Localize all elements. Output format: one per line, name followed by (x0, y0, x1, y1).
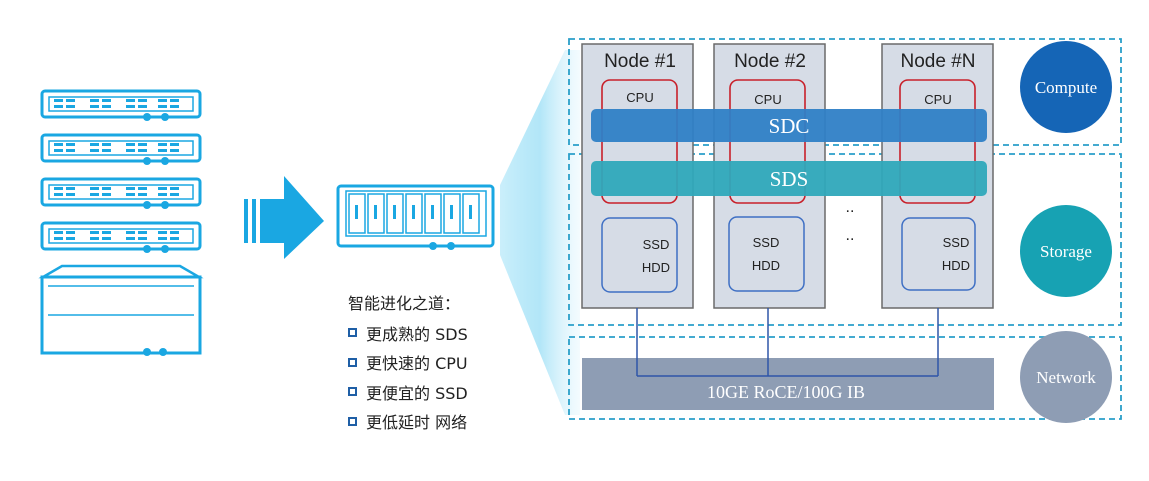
svg-text:Compute: Compute (1035, 78, 1097, 97)
svg-text:Storage: Storage (1040, 242, 1092, 261)
node-title: Node #1 (604, 51, 676, 72)
list-item: 更便宜的 SSD (348, 377, 468, 407)
disk-box (901, 217, 976, 291)
storage-layer-box (568, 153, 1122, 326)
hyperconverged-server (336, 184, 495, 250)
ellipsis-dots: .. (846, 227, 855, 244)
cpu-label: CPU (754, 92, 781, 107)
network-bar (582, 358, 994, 410)
evolution-list: 更成熟的 SDS 更快速的 CPU 更便宜的 SSD 更低延时 网络 (348, 318, 468, 436)
legacy-server-stack (38, 89, 204, 356)
compute-layer-box (568, 38, 1122, 146)
compute-circle: Compute (1020, 41, 1112, 133)
node-title: Node #N (901, 51, 976, 72)
network-circle: Network (1020, 331, 1112, 423)
sdc-bar: SDC (591, 109, 987, 142)
svg-text:Network: Network (1036, 368, 1096, 387)
evolution-title: 智能进化之道： (348, 294, 461, 313)
storage-chassis (38, 264, 204, 356)
ssd-label: SSD (943, 235, 970, 250)
node-title: Node #2 (734, 51, 806, 72)
checkbox-square-icon (348, 357, 357, 367)
svg-text:SDC: SDC (769, 114, 810, 138)
ssd-label: SSD (643, 237, 670, 252)
hdd-label: HDD (942, 258, 970, 273)
sds-bar: SDS (591, 161, 987, 196)
list-item: 更成熟的 SDS (348, 318, 468, 348)
svg-text:SDS: SDS (770, 167, 809, 191)
hdd-label: HDD (642, 260, 670, 275)
disk-box (601, 217, 678, 293)
list-item: 更快速的 CPU (348, 348, 468, 378)
network-layer-box (568, 336, 1122, 420)
network-bar-label: 10GE RoCE/100G IB (707, 382, 865, 402)
ellipsis-dots: .. (846, 199, 855, 216)
checkbox-square-icon (348, 328, 357, 338)
hdd-label: HDD (752, 258, 780, 273)
cpu-label: CPU (626, 90, 653, 105)
ssd-label: SSD (753, 235, 780, 250)
light-beam (500, 50, 580, 415)
network-connectors (636, 308, 939, 377)
disk-box (728, 216, 805, 292)
storage-circle: Storage (1020, 205, 1112, 297)
transition-arrow (244, 176, 324, 259)
checkbox-square-icon (348, 387, 357, 397)
list-item: 更低延时 网络 (348, 407, 468, 437)
cpu-label: CPU (924, 92, 951, 107)
checkbox-square-icon (348, 416, 357, 426)
